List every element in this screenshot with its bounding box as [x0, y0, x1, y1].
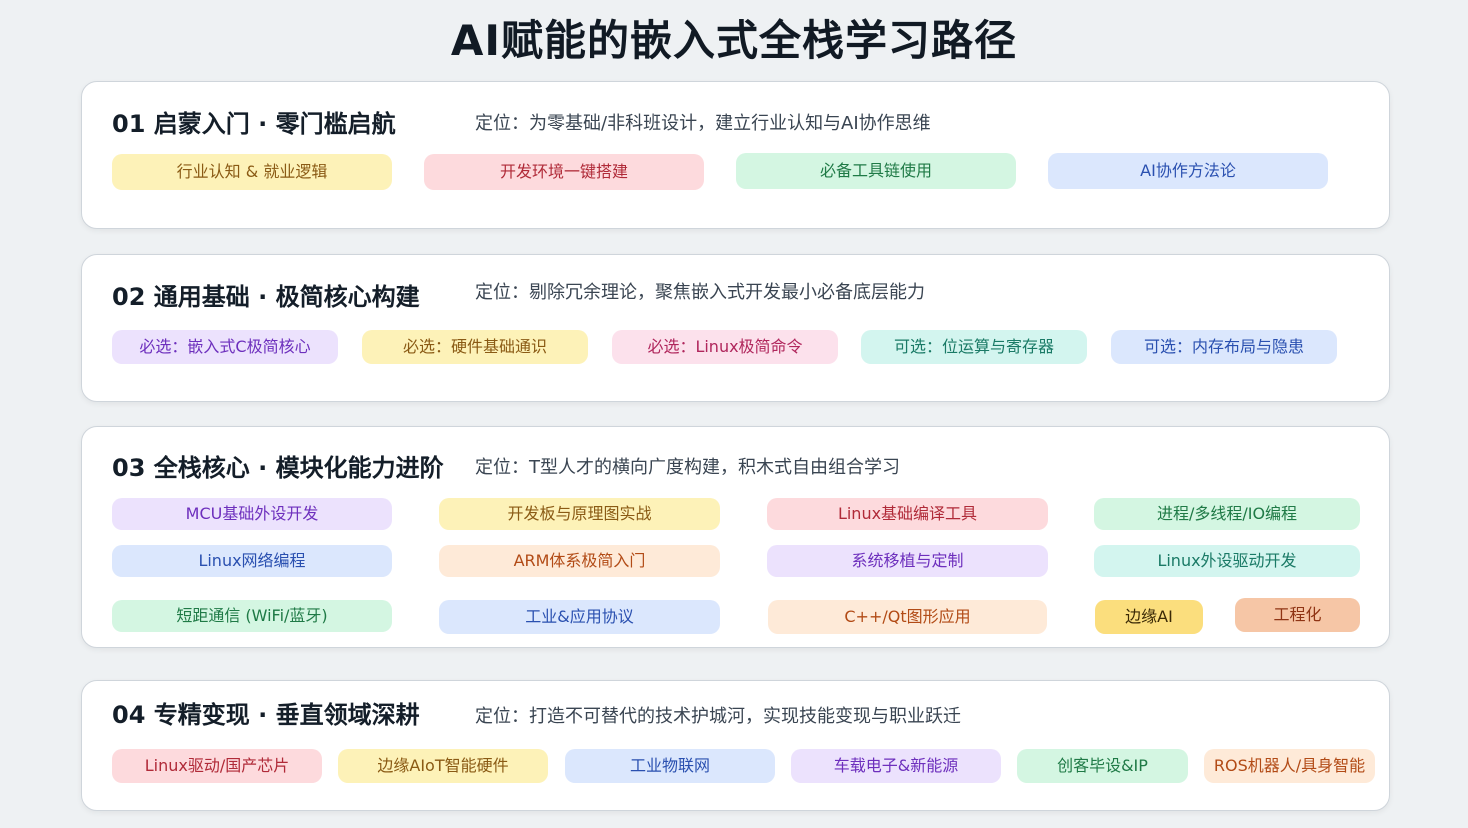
- module-pill[interactable]: AI协作方法论: [1048, 153, 1328, 189]
- module-pill[interactable]: ARM体系极简入门: [439, 545, 720, 577]
- module-pill[interactable]: 行业认知 & 就业逻辑: [112, 154, 392, 190]
- module-pill[interactable]: Linux基础编译工具: [767, 498, 1048, 530]
- module-pill[interactable]: C++/Qt图形应用: [768, 600, 1047, 634]
- stage-card-04: 04 专精变现 · 垂直领域深耕 定位：打造不可替代的技术护城河，实现技能变现与…: [81, 680, 1390, 811]
- stage-description: 定位：打造不可替代的技术护城河，实现技能变现与职业跃迁: [475, 706, 961, 727]
- module-pill[interactable]: 可选：位运算与寄存器: [861, 330, 1087, 364]
- module-pill[interactable]: 工业&应用协议: [439, 600, 720, 634]
- module-pill[interactable]: 必备工具链使用: [736, 153, 1016, 189]
- module-pill[interactable]: 开发环境一键搭建: [424, 154, 704, 190]
- module-pill[interactable]: Linux驱动/国产芯片: [112, 749, 322, 783]
- module-pill[interactable]: 开发板与原理图实战: [439, 498, 720, 530]
- stage-title: 03 全栈核心 · 模块化能力进阶: [112, 454, 444, 482]
- module-pill[interactable]: 必选：硬件基础通识: [362, 330, 588, 364]
- module-pill[interactable]: Linux外设驱动开发: [1094, 545, 1360, 577]
- stage-title: 02 通用基础 · 极简核心构建: [112, 283, 420, 311]
- stage-card-01: 01 启蒙入门 · 零门槛启航 定位：为零基础/非科班设计，建立行业认知与AI协…: [81, 81, 1390, 229]
- module-pill[interactable]: 必选：Linux极简命令: [612, 330, 838, 364]
- module-pill[interactable]: 进程/多线程/IO编程: [1094, 498, 1360, 530]
- module-pill[interactable]: 短距通信 (WiFi/蓝牙): [112, 600, 392, 632]
- stage-card-02: 02 通用基础 · 极简核心构建 定位：剔除冗余理论，聚焦嵌入式开发最小必备底层…: [81, 254, 1390, 402]
- module-pill[interactable]: 工业物联网: [565, 749, 775, 783]
- module-pill[interactable]: 工程化: [1235, 598, 1360, 632]
- module-pill[interactable]: 必选：嵌入式C极简核心: [112, 330, 338, 364]
- module-pill[interactable]: 可选：内存布局与隐患: [1111, 330, 1337, 364]
- module-pill[interactable]: 车载电子&新能源: [791, 749, 1001, 783]
- module-pill[interactable]: 创客毕设&IP: [1017, 749, 1188, 783]
- module-pill[interactable]: Linux网络编程: [112, 545, 392, 577]
- page-title: AI赋能的嵌入式全栈学习路径: [450, 16, 1018, 65]
- module-pill[interactable]: ROS机器人/具身智能: [1204, 749, 1375, 783]
- module-pill[interactable]: 系统移植与定制: [767, 545, 1048, 577]
- module-pill[interactable]: 边缘AI: [1095, 600, 1203, 634]
- stage-description: 定位：为零基础/非科班设计，建立行业认知与AI协作思维: [475, 113, 931, 134]
- stage-title: 04 专精变现 · 垂直领域深耕: [112, 701, 420, 729]
- stage-description: 定位：T型人才的横向广度构建，积木式自由组合学习: [475, 457, 900, 478]
- stage-card-03: 03 全栈核心 · 模块化能力进阶 定位：T型人才的横向广度构建，积木式自由组合…: [81, 426, 1390, 648]
- stage-title: 01 启蒙入门 · 零门槛启航: [112, 110, 396, 138]
- module-pill[interactable]: 边缘AIoT智能硬件: [338, 749, 548, 783]
- stage-description: 定位：剔除冗余理论，聚焦嵌入式开发最小必备底层能力: [475, 282, 925, 303]
- module-pill[interactable]: MCU基础外设开发: [112, 498, 392, 530]
